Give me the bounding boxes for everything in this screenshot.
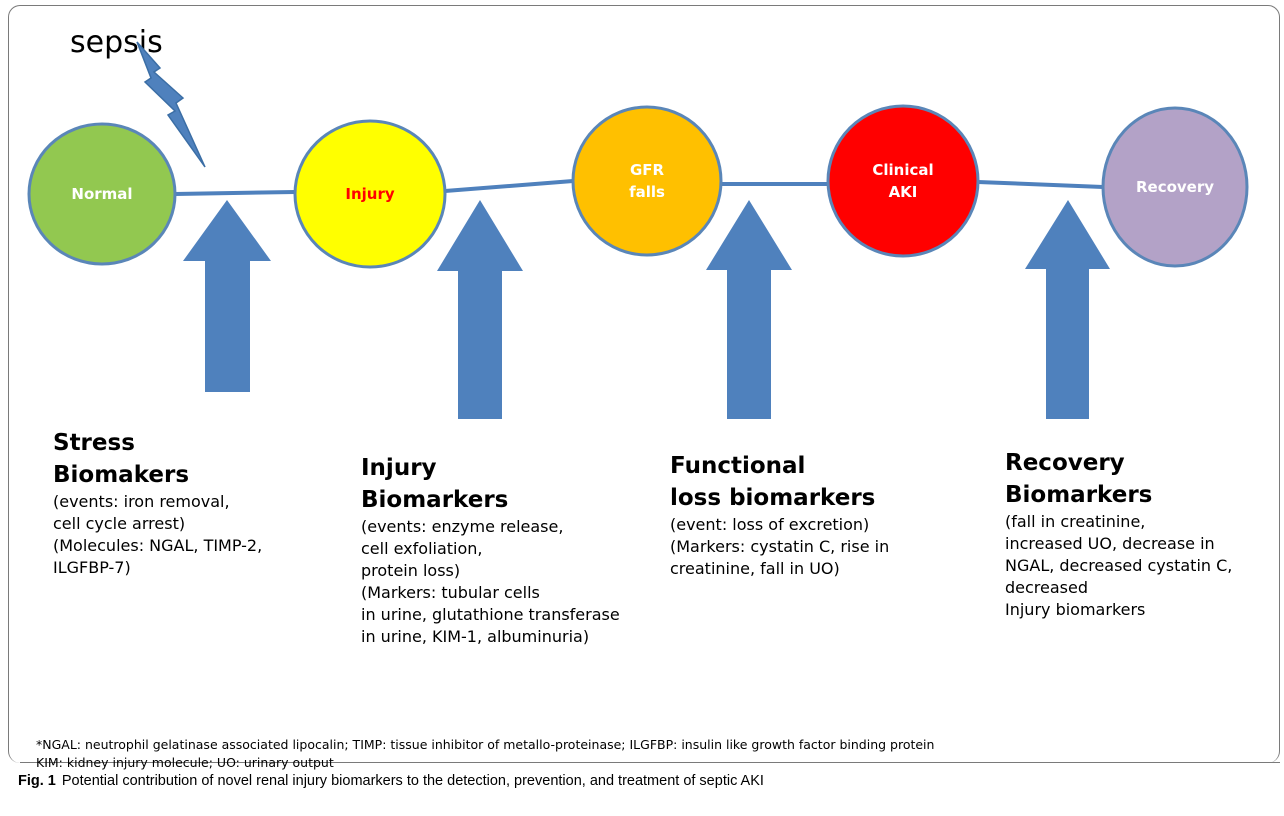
block-line: (events: iron removal, xyxy=(53,492,230,511)
node-label-line: Clinical xyxy=(872,161,933,179)
node-injury: Injury xyxy=(293,119,447,269)
node-recovery: Recovery xyxy=(1101,106,1249,268)
connector-aki-recovery xyxy=(977,180,1104,189)
block-line: (Markers: cystatin C, rise in xyxy=(670,537,890,556)
connector-normal-injury xyxy=(174,190,296,196)
up-arrow-stress xyxy=(183,200,271,392)
node-label: Injury xyxy=(345,185,394,203)
block-heading: Injury xyxy=(361,455,437,481)
block-line: Injury biomarkers xyxy=(1005,600,1146,619)
block-line: (fall in creatinine, xyxy=(1005,512,1146,531)
block-heading: Biomarkers xyxy=(361,487,509,513)
block-line: cell cycle arrest) xyxy=(53,514,186,533)
block-line: in urine, KIM-1, albuminuria) xyxy=(361,627,590,646)
abbreviations-footnote: *NGAL: neutrophil gelatinase associated … xyxy=(36,736,934,772)
figure-frame xyxy=(8,5,1280,763)
block-heading: Recovery xyxy=(1005,450,1125,476)
up-arrow-injury xyxy=(437,200,523,419)
block-line: (events: enzyme release, xyxy=(361,517,564,536)
footnote-line: KIM: kidney injury molecule; UO: urinary… xyxy=(36,755,334,770)
block-line: in urine, glutathione transferase xyxy=(361,605,620,624)
node-normal: Normal xyxy=(27,122,177,266)
node-label: GFR falls xyxy=(629,161,665,201)
block-line: NGAL, decreased cystatin C, xyxy=(1005,556,1233,575)
injury-biomarkers-block: Injury Biomarkers (events: enzyme releas… xyxy=(361,452,620,648)
block-heading: Biomakers xyxy=(53,462,190,488)
block-line: creatinine, fall in UO) xyxy=(670,559,840,578)
node-label: Normal xyxy=(71,185,132,203)
caption-text: Potential contribution of novel renal in… xyxy=(61,773,764,789)
node-label-line: GFR xyxy=(630,161,665,179)
block-line: (event: loss of excretion) xyxy=(670,515,870,534)
block-line: decreased xyxy=(1005,578,1089,597)
stress-biomarkers-block: Stress Biomakers (events: iron removal, … xyxy=(53,427,262,579)
up-arrow-functional xyxy=(706,200,792,419)
recovery-biomarkers-block: Recovery Biomarkers (fall in creatinine,… xyxy=(1005,447,1232,621)
block-heading: Biomarkers xyxy=(1005,482,1153,508)
block-heading: Functional xyxy=(670,453,806,479)
node-label-line: Recovery xyxy=(1136,178,1214,196)
block-line: cell exfoliation, xyxy=(361,539,483,558)
up-arrow-recovery xyxy=(1025,200,1110,419)
block-line: (Molecules: NGAL, TIMP-2, xyxy=(53,536,263,555)
node-label-line: AKI xyxy=(889,183,918,201)
block-heading: Stress xyxy=(53,430,135,456)
block-heading: loss biomarkers xyxy=(670,485,876,511)
block-line: increased UO, decrease in xyxy=(1005,534,1215,553)
caption-label: Fig. 1 xyxy=(18,773,56,789)
block-line: ILGFBP-7) xyxy=(53,558,131,577)
functional-biomarkers-block: Functional loss biomarkers (event: loss … xyxy=(670,450,889,580)
lightning-icon xyxy=(136,41,206,168)
figure-caption: Fig. 1 Potential contribution of novel re… xyxy=(18,773,764,789)
connector-injury-gfr xyxy=(444,179,574,193)
block-line: (Markers: tubular cells xyxy=(361,583,540,602)
footnote-line: *NGAL: neutrophil gelatinase associated … xyxy=(36,737,935,752)
node-label-line: Normal xyxy=(71,185,132,203)
node-label: Recovery xyxy=(1136,178,1214,196)
connectors xyxy=(174,179,1104,196)
node-gfr-falls: GFR falls xyxy=(571,105,723,257)
block-line: protein loss) xyxy=(361,561,461,580)
node-label-line: falls xyxy=(629,183,665,201)
node-label-line: Injury xyxy=(345,185,394,203)
caption-divider xyxy=(20,762,1280,763)
